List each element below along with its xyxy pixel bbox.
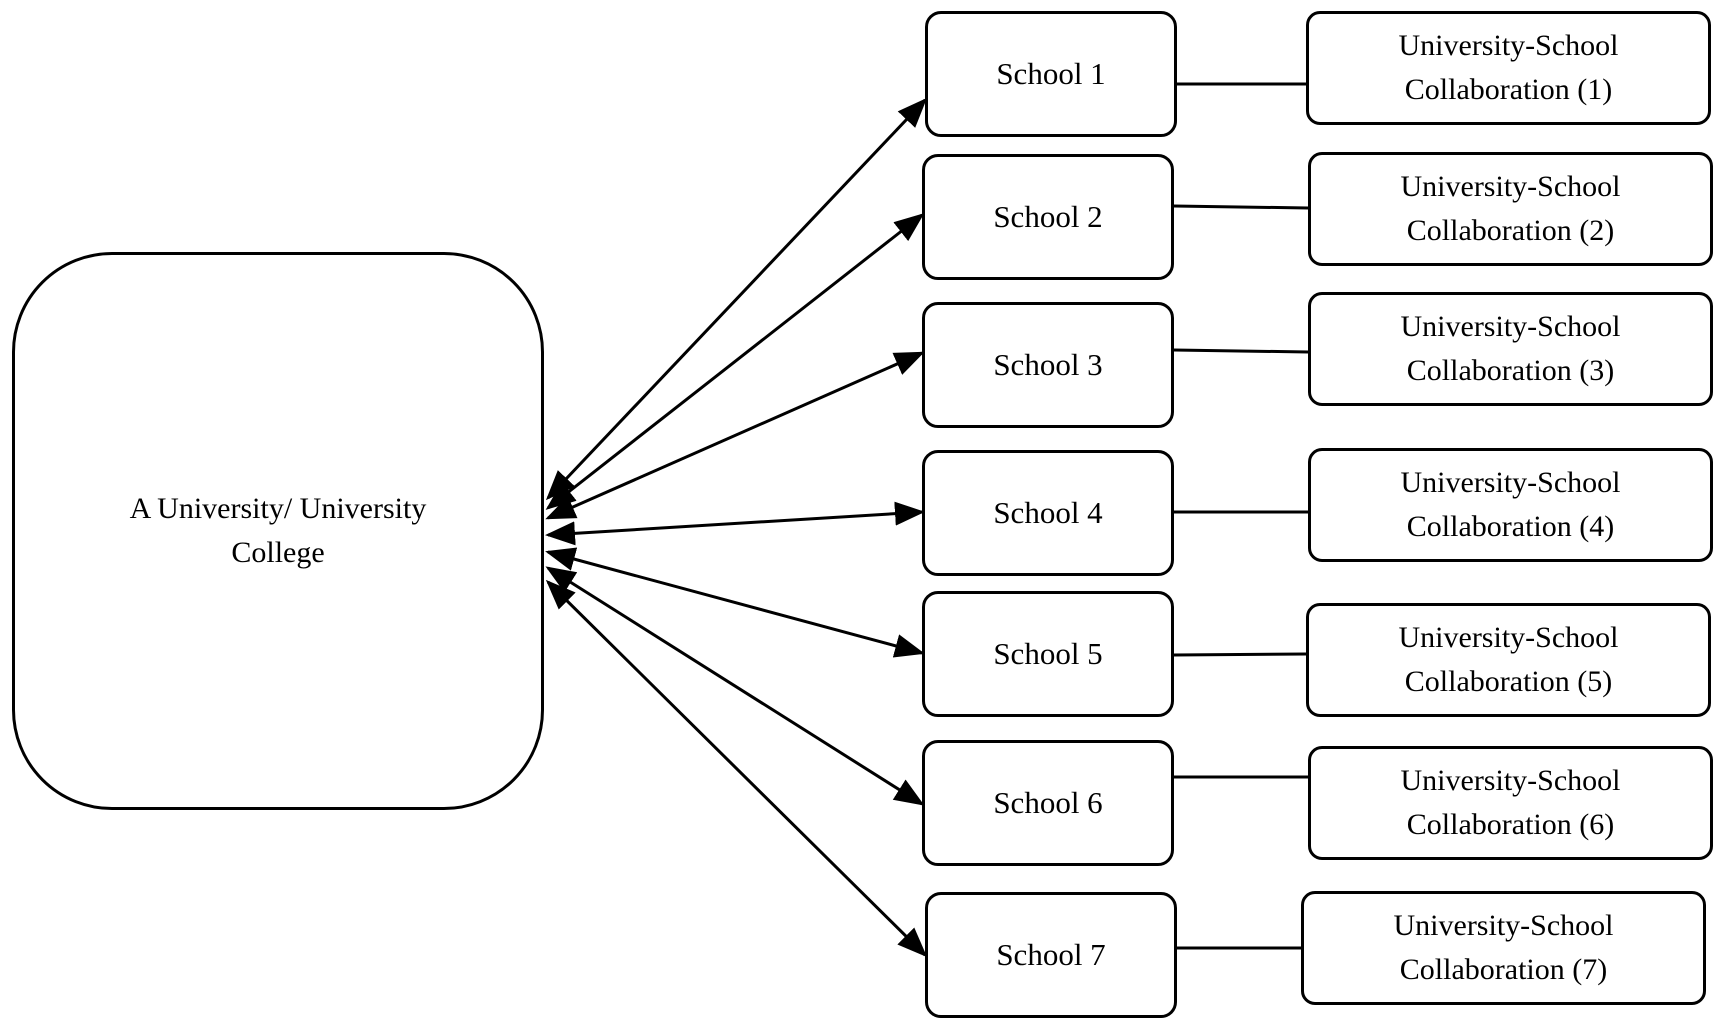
school-label: School 4 bbox=[993, 495, 1103, 530]
school-label: School 3 bbox=[993, 347, 1103, 382]
link-school-collaboration-3 bbox=[1173, 348, 1309, 354]
collaboration-box-5: University-School Collaboration (5) bbox=[1306, 603, 1711, 717]
school-box-6: School 6 bbox=[922, 740, 1174, 866]
link-school-collaboration-2 bbox=[1173, 204, 1309, 210]
arrow-university-school-1 bbox=[545, 97, 928, 501]
arrow-university-school-4 bbox=[545, 501, 925, 546]
school-label: School 7 bbox=[996, 937, 1106, 972]
collaboration-label-line1: University-School bbox=[1400, 170, 1621, 203]
collaboration-label-line2: Collaboration (1) bbox=[1404, 73, 1613, 106]
collaboration-label-line2: Collaboration (4) bbox=[1406, 510, 1615, 543]
collaboration-box-6: University-School Collaboration (6) bbox=[1308, 746, 1713, 860]
collaboration-label-line1: University-School bbox=[1400, 764, 1621, 797]
collaboration-label-line2: Collaboration (7) bbox=[1399, 953, 1608, 986]
school-label: School 6 bbox=[993, 785, 1103, 820]
link-school-collaboration-5 bbox=[1173, 652, 1307, 657]
arrow-university-school-2 bbox=[545, 213, 925, 510]
collaboration-label-line1: University-School bbox=[1398, 621, 1619, 654]
school-label: School 5 bbox=[993, 636, 1103, 671]
collaboration-label-line2: Collaboration (3) bbox=[1406, 354, 1615, 387]
collaboration-label-line1: University-School bbox=[1400, 310, 1621, 343]
collaboration-label-line1: University-School bbox=[1398, 29, 1619, 62]
collaboration-label-line1: University-School bbox=[1400, 466, 1621, 499]
school-box-1: School 1 bbox=[925, 11, 1177, 137]
school-label: School 1 bbox=[996, 56, 1106, 91]
school-box-7: School 7 bbox=[925, 892, 1177, 1018]
school-box-2: School 2 bbox=[922, 154, 1174, 280]
collaboration-box-7: University-School Collaboration (7) bbox=[1301, 891, 1706, 1005]
collaboration-label-line2: Collaboration (5) bbox=[1404, 665, 1613, 698]
collaboration-box-4: University-School Collaboration (4) bbox=[1308, 448, 1713, 562]
collaboration-label-line2: Collaboration (6) bbox=[1406, 808, 1615, 841]
university-label-line2: College bbox=[231, 536, 325, 569]
school-box-3: School 3 bbox=[922, 302, 1174, 428]
collaboration-label-line2: Collaboration (2) bbox=[1406, 214, 1615, 247]
collaboration-box-3: University-School Collaboration (3) bbox=[1308, 292, 1713, 406]
university-label-line1: A University/ University bbox=[129, 492, 427, 525]
arrow-university-school-7 bbox=[545, 579, 928, 958]
collaboration-box-1: University-School Collaboration (1) bbox=[1306, 11, 1711, 125]
school-box-5: School 5 bbox=[922, 591, 1174, 717]
school-label: School 2 bbox=[993, 199, 1103, 234]
university-box: A University/ University College bbox=[12, 252, 544, 810]
collaboration-box-2: University-School Collaboration (2) bbox=[1308, 152, 1713, 266]
arrow-university-school-3 bbox=[545, 351, 925, 520]
collaboration-label-line1: University-School bbox=[1393, 909, 1614, 942]
school-box-4: School 4 bbox=[922, 450, 1174, 576]
